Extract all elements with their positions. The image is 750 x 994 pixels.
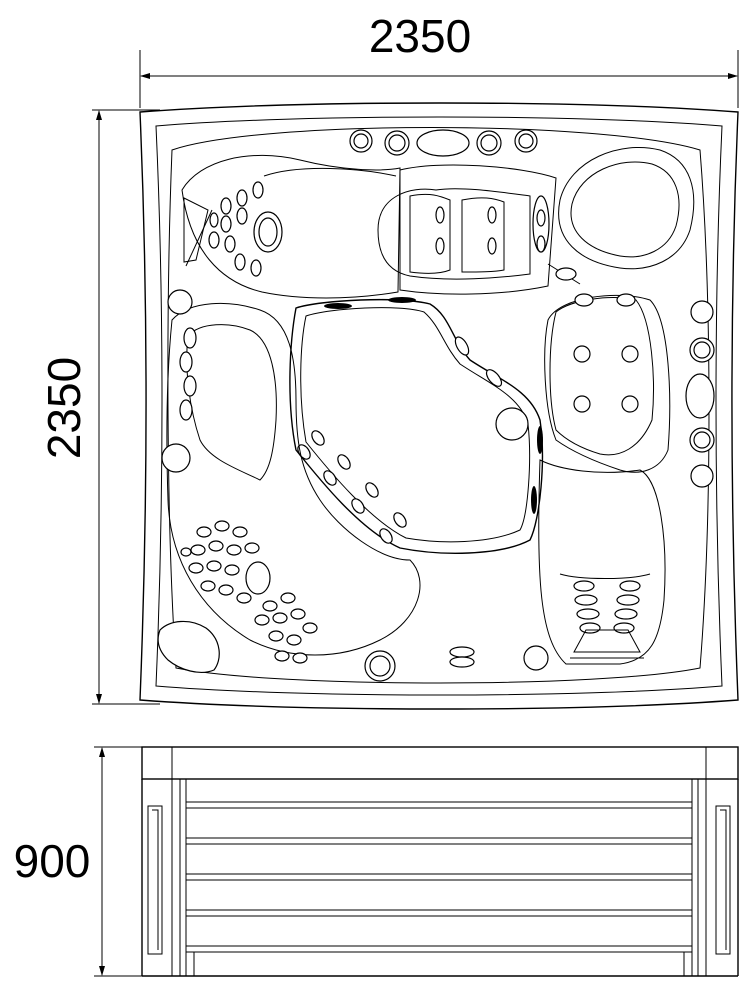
height-label: 900 bbox=[14, 835, 91, 887]
left-lounger-jets bbox=[180, 520, 318, 664]
top-view bbox=[139, 102, 739, 710]
width-label: 2350 bbox=[369, 10, 471, 62]
side-view bbox=[141, 746, 739, 977]
depth-label: 2350 bbox=[38, 357, 90, 459]
width-dimension: 2350 bbox=[139, 10, 739, 108]
depth-dimension: 2350 bbox=[38, 109, 160, 705]
height-dimension: 900 bbox=[14, 746, 142, 977]
